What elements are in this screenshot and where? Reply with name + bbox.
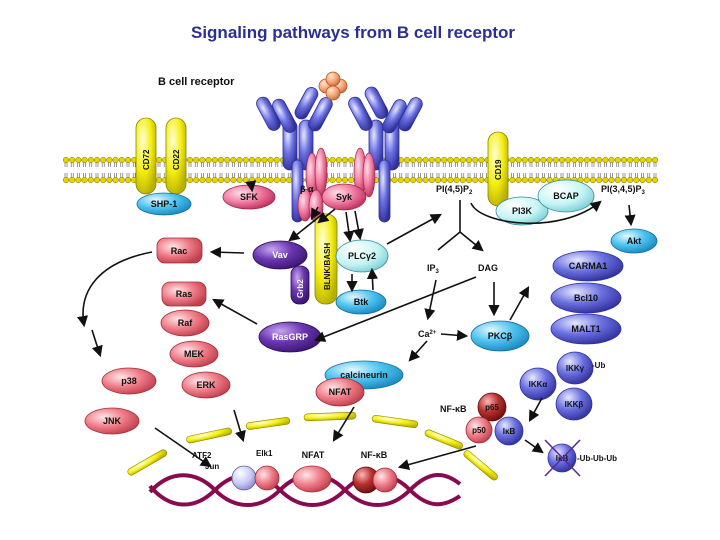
raf-label: Raf	[178, 318, 194, 328]
shp1-label: SHP-1	[151, 199, 178, 209]
nfat-dna-label: NFAT	[302, 450, 325, 460]
jun-label: Jun	[205, 462, 219, 471]
vav-label: Vav	[272, 250, 288, 260]
ca-label: Ca2+	[418, 329, 437, 339]
btk-label: Btk	[354, 297, 369, 307]
carma1-node	[552, 250, 624, 282]
nuclear-envelope	[127, 411, 498, 481]
ras-node	[161, 281, 207, 307]
ikkg-node	[556, 351, 594, 385]
p50-node	[465, 416, 493, 444]
cd19-label: CD19	[494, 159, 503, 180]
pathway-arrows	[76, 180, 636, 471]
cd72-cd22	[135, 117, 187, 195]
grb2-node	[290, 265, 310, 305]
pip2-label: PI(4,5)P2	[436, 184, 473, 196]
pkcb-node	[470, 320, 530, 352]
calcineurin-label: calcineurin	[340, 370, 388, 380]
diagram-title: Signaling pathways from B cell receptor	[191, 23, 515, 42]
bcap-label: BCAP	[553, 191, 579, 201]
ikb-label: IκB	[503, 427, 516, 436]
raf-node	[160, 309, 210, 337]
cd72-label: CD72	[142, 149, 151, 170]
pip3-label: PI(3,4,5)P3	[601, 184, 646, 196]
rasgrp-label: RasGRP	[272, 332, 308, 342]
ikka-node	[519, 367, 557, 401]
nfkb-complex-label: NF-κB	[440, 404, 467, 414]
nfkb-dna-p50-node	[372, 467, 398, 493]
nfat-node	[315, 377, 365, 407]
rac-node	[156, 237, 203, 264]
degradation-cross-icon	[544, 439, 581, 477]
dag-label: DAG	[478, 263, 498, 273]
p50-label: p50	[472, 426, 486, 435]
beta-alpha-label: β α	[300, 184, 314, 194]
mek-label: MEK	[184, 349, 205, 359]
cd22-label: CD22	[172, 149, 181, 170]
akt-label: Akt	[627, 236, 642, 246]
carma1-label: CARMA1	[569, 261, 608, 271]
vav-node	[252, 240, 308, 270]
ikkb-label: IKKβ	[565, 400, 584, 409]
antigen-icon	[318, 71, 348, 101]
bcap-node	[537, 179, 595, 213]
p38-label: p38	[121, 376, 137, 386]
elk1-label: Elk1	[256, 449, 273, 458]
p65-node	[477, 392, 507, 422]
ip3-label: IP3	[427, 263, 440, 275]
ikkg-label: IKKγ	[566, 364, 585, 373]
bcl10-node	[550, 282, 622, 314]
erk-label: ERK	[196, 380, 216, 390]
malt1-node	[550, 313, 622, 345]
akt-node	[610, 228, 658, 254]
pkcb-label: PKCβ	[488, 331, 513, 341]
jnk-label: JNK	[103, 416, 122, 426]
nfat-label: NFAT	[329, 387, 352, 397]
pi3k-label: PI3K	[512, 206, 533, 216]
receptor-label: B cell receptor	[158, 76, 235, 88]
p65-label: p65	[485, 403, 499, 412]
ububub-label: -Ub-Ub-Ub	[577, 454, 617, 463]
plcg2-label: PLCγ2	[348, 251, 376, 261]
mek-node	[169, 340, 219, 368]
ikb-node	[494, 416, 524, 446]
blnk-label: BLNK/BASH	[323, 243, 332, 290]
jun-atf2-node	[231, 465, 257, 491]
shp1-node	[136, 192, 192, 216]
nfkb-dna-label: NF-κB	[361, 450, 388, 460]
sfk-label: SFK	[240, 192, 259, 202]
nfat-dna-node	[292, 465, 332, 493]
btk-node	[335, 289, 387, 315]
elk1-node	[254, 465, 280, 491]
rac-label: Rac	[171, 246, 188, 256]
bcl10-label: Bcl10	[574, 293, 598, 303]
ikka-label: IKKα	[529, 380, 548, 389]
malt1-label: MALT1	[571, 324, 600, 334]
syk-label: Syk	[336, 192, 353, 202]
grb2-label: Grb2	[296, 279, 305, 298]
p38-node	[101, 367, 157, 395]
pi3k-node	[495, 196, 549, 226]
jnk-node	[84, 407, 140, 435]
ras-label: Ras	[176, 289, 193, 299]
atf2-label: ATF2	[192, 451, 212, 460]
syk-node	[321, 183, 367, 211]
ikkg-ub-label: -Ub	[592, 361, 605, 370]
ikkb-node	[555, 387, 593, 421]
erk-node	[181, 371, 231, 399]
